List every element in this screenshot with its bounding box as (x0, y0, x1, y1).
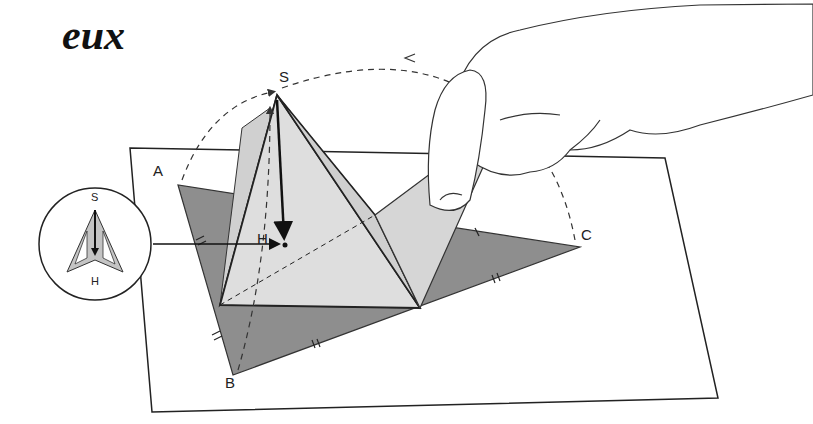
title-text: eux (62, 14, 125, 56)
vertex-label: H (257, 231, 268, 246)
foot-point (283, 243, 288, 248)
vertex-label: B (225, 375, 235, 390)
vertex-label: C (581, 227, 592, 242)
pyramid-face (220, 95, 420, 308)
vertex-label: S (279, 69, 289, 84)
point-label: H (91, 276, 99, 287)
inset-circle: SH (37, 186, 153, 302)
point-label: S (91, 192, 98, 203)
arc-arrow (405, 54, 415, 62)
hand (428, 4, 813, 210)
height-arrow (277, 100, 284, 236)
hidden-edges (220, 95, 375, 305)
vertex-label: A (153, 163, 163, 178)
